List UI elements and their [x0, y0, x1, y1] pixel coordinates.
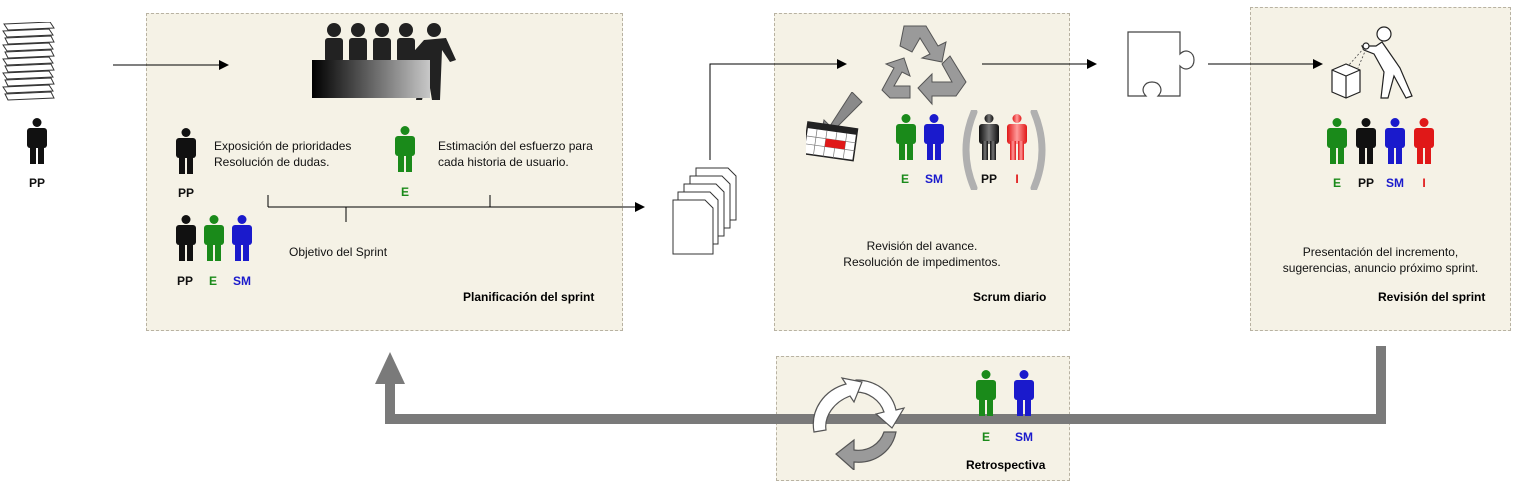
left-paren-icon — [962, 110, 978, 190]
role-sm-label: SM — [1386, 176, 1404, 190]
review-text-2: sugerencias, anuncio próximo sprint. — [1282, 261, 1479, 275]
role-e-label: E — [900, 172, 909, 186]
role-i-label: I — [1422, 176, 1426, 190]
review-text-1: Presentación del incremento, — [1302, 245, 1459, 259]
person-pp-icon — [27, 118, 47, 164]
puzzle-piece-icon — [1127, 31, 1195, 97]
person-i-icon — [1414, 118, 1434, 164]
e-text-1: Estimación del esfuerzo para — [438, 139, 593, 153]
role-sm-label: SM — [925, 172, 943, 186]
daily-text-1: Revisión del avance. — [866, 239, 978, 253]
recycle-arrows-icon — [881, 25, 967, 106]
role-e-label: E — [400, 185, 409, 199]
daily-title: Scrum diario — [973, 290, 1047, 304]
person-pp-icon — [979, 114, 999, 160]
refresh-cycle-icon — [812, 377, 906, 470]
role-pp-label: PP — [1357, 176, 1374, 190]
planning-title: Planificación del sprint — [463, 290, 595, 304]
paper-stack-icon — [2, 22, 55, 101]
person-sm-icon — [924, 114, 944, 160]
role-e-label: E — [208, 274, 217, 288]
role-pp-label: PP — [28, 176, 45, 190]
sprint-objective-label: Objetivo del Sprint — [289, 245, 388, 259]
daily-text-2: Resolución de impedimentos. — [843, 255, 1001, 269]
meeting-table-icon — [312, 23, 456, 100]
person-e-icon — [976, 370, 996, 416]
role-pp-label: PP — [176, 274, 193, 288]
role-sm-label: SM — [1015, 430, 1033, 444]
right-paren-icon — [1030, 110, 1046, 190]
review-title: Revisión del sprint — [1378, 290, 1486, 304]
role-e-label: E — [981, 430, 990, 444]
document-stack-icon — [672, 167, 737, 255]
role-e-label: E — [1332, 176, 1341, 190]
person-sm-icon — [232, 215, 252, 261]
sprint-backlog-arrow — [709, 59, 847, 160]
person-i-icon — [1007, 114, 1027, 160]
role-i-label: I — [1015, 172, 1019, 186]
calendar-icon — [806, 92, 863, 162]
pp-text-1: Exposición de prioridades — [214, 139, 352, 153]
e-text-2: cada historia de usuario. — [438, 155, 569, 169]
person-sm-icon — [1014, 370, 1034, 416]
person-e-icon — [896, 114, 916, 160]
person-pp-icon — [176, 215, 196, 261]
daily-panel — [774, 13, 1070, 331]
person-e-icon — [204, 215, 224, 261]
retro-title: Retrospectiva — [966, 458, 1046, 472]
role-pp-label: PP — [980, 172, 997, 186]
role-pp-label: PP — [177, 186, 194, 200]
person-e-icon — [395, 126, 415, 172]
person-sm-icon — [1385, 118, 1405, 164]
person-pp-icon — [1356, 118, 1376, 164]
person-e-icon — [1327, 118, 1347, 164]
role-sm-label: SM — [233, 274, 251, 288]
inspect-box-icon — [1331, 26, 1413, 99]
pp-text-2: Resolución de dudas. — [214, 155, 330, 169]
person-pp-icon — [176, 128, 196, 174]
